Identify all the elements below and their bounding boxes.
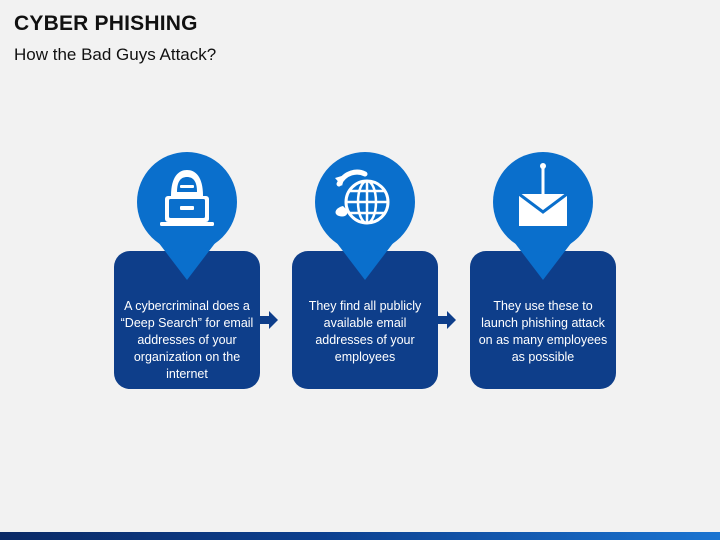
page-subtitle: How the Bad Guys Attack? xyxy=(14,45,217,64)
hacker-laptop-icon xyxy=(160,170,214,226)
page-title: CYBER PHISHING xyxy=(14,12,198,35)
phishing-email-icon xyxy=(518,163,568,226)
step-2: They find all publicly available email a… xyxy=(292,150,438,390)
step-1-text: A cybercriminal does a “Deep Search” for… xyxy=(120,299,254,381)
step-1: A cybercriminal does a “Deep Search” for… xyxy=(114,150,260,390)
step-2-text: They find all publicly available email a… xyxy=(308,299,422,364)
globe-search-icon xyxy=(335,169,390,225)
footer-bar xyxy=(0,532,720,540)
arrow-right-icon xyxy=(260,311,278,329)
step-3-text: They use these to launch phishing attack… xyxy=(478,299,608,364)
arrow-right-icon xyxy=(438,311,456,329)
step-3: They use these to launch phishing attack… xyxy=(470,150,616,390)
